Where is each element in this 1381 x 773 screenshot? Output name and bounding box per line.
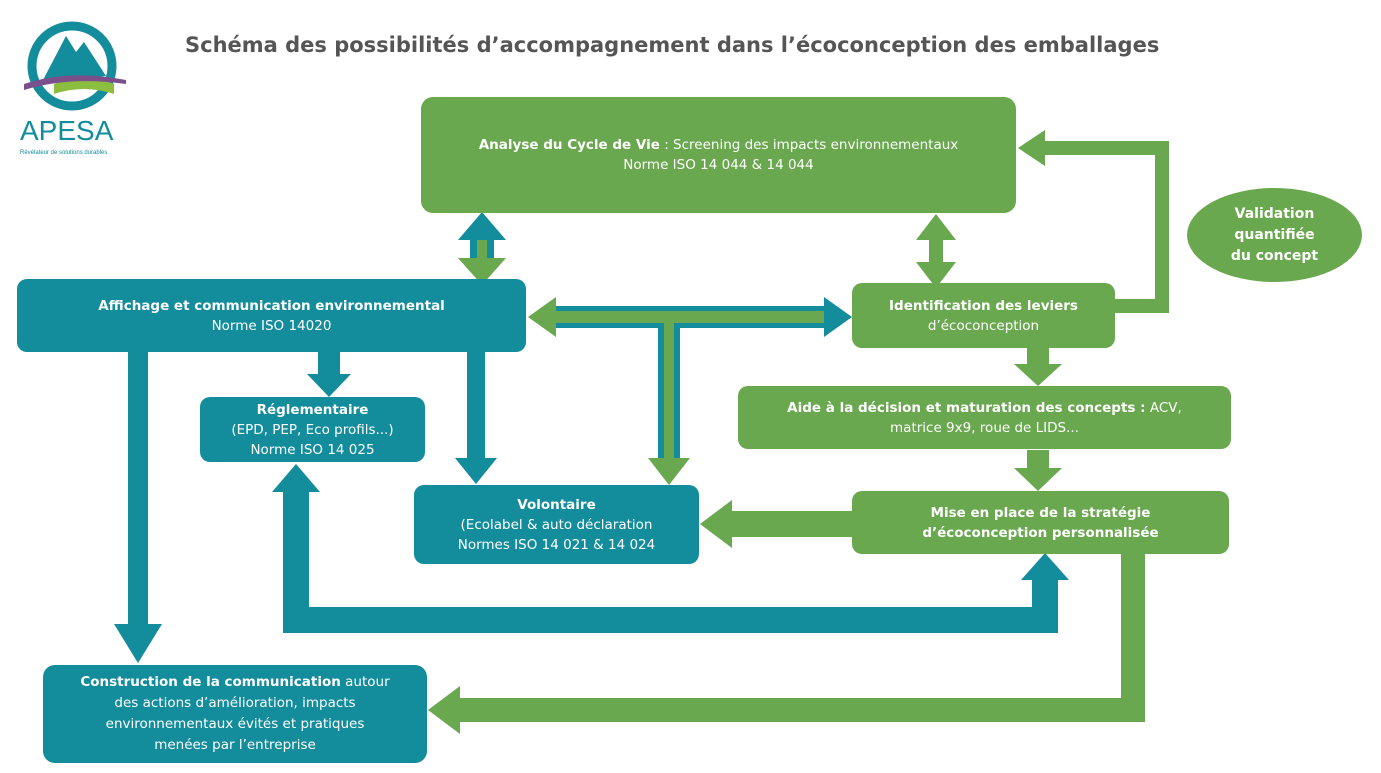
validation-ellipse: Validation quantifiée du concept [1187, 188, 1362, 282]
identification-title: Identification des leviers [889, 297, 1078, 314]
box-construction: Construction de la communication autour … [43, 665, 427, 763]
aide-title: Aide à la décision et maturation des con… [787, 399, 1146, 416]
box-affichage: Affichage et communication environnement… [17, 279, 526, 352]
arrowhead-down-strategie [1014, 468, 1062, 491]
acv-desc: : Screening des impacts environnementaux [659, 137, 959, 153]
arrowhead-up-acv [458, 212, 506, 240]
box-volontaire: Volontaire (Ecolabel & auto déclaration … [414, 485, 699, 564]
acv-norme: Norme ISO 14 044 & 14 044 [623, 157, 814, 173]
reglementaire-title: Réglementaire [256, 401, 369, 418]
arrow-strategie-to-construction [456, 553, 1145, 722]
arrowhead-down-affichage [458, 258, 506, 285]
logo-name: APESA [20, 115, 114, 146]
arrowhead-up-identification [916, 214, 956, 240]
ellipse-line1: Validation [1234, 205, 1315, 222]
aide-sub: matrice 9x9, roue de LIDS... [890, 419, 1079, 436]
arrowhead-down-volontaire-teal [455, 458, 497, 484]
arrowhead-down-aide [1014, 364, 1062, 386]
construction-title: Construction de la communication [80, 674, 341, 690]
arrowhead-left-volontaire [700, 500, 732, 548]
construction-line2: des actions d’amélioration, impacts [114, 695, 356, 711]
aide-acv: ACV, [1145, 399, 1182, 416]
reglementaire-sub: (EPD, PEP, Eco profils...) [231, 421, 394, 438]
arrowhead-left-affichage [528, 297, 556, 337]
arrowhead-down-identification [916, 262, 956, 288]
page-title: Schéma des possibilités d’accompagnement… [185, 33, 1160, 57]
affichage-norme: Norme ISO 14020 [211, 317, 332, 334]
arrowhead-to-acv [1018, 130, 1045, 166]
box-strategie: Mise en place de la stratégie d’écoconce… [852, 491, 1229, 554]
ellipse-line2: quantifiée [1234, 226, 1315, 243]
identification-sub: d’écoconception [927, 317, 1040, 334]
arrowhead-up-strategie [1021, 553, 1069, 580]
arrowhead-up-reglementaire [272, 464, 320, 492]
arrowhead-down-volontaire [648, 458, 690, 485]
construction-autour: autour [340, 674, 390, 690]
volontaire-norme: Normes ISO 14 021 & 14 024 [457, 536, 656, 553]
construction-line4: menées par l’entreprise [154, 737, 316, 753]
arrow-identification-to-acv [1045, 141, 1169, 313]
box-identification: Identification des leviers d’écoconcepti… [852, 283, 1115, 348]
strategie-line1: Mise en place de la stratégie [930, 504, 1151, 521]
arrowhead-right-identification [824, 297, 852, 337]
box-acv: Analyse du Cycle de Vie : Screening des … [421, 97, 1016, 213]
arrowhead-down-reglementaire [307, 374, 351, 397]
reglementaire-norme: Norme ISO 14 025 [250, 441, 375, 458]
logo-tagline: Révélateur de solutions durables [20, 150, 107, 156]
volontaire-title: Volontaire [517, 496, 596, 513]
arrowhead-down-construction [114, 624, 162, 663]
apesa-logo: APESA Révélateur de solutions durables [20, 21, 126, 156]
volontaire-sub: (Ecolabel & auto déclaration [460, 516, 653, 533]
arrowhead-left-construction [428, 686, 460, 734]
strategie-line2: d’écoconception personnalisée [922, 524, 1159, 541]
construction-line3: environnementaux évités et pratiques [105, 716, 365, 732]
ellipse-line3: du concept [1230, 247, 1319, 264]
box-aide: Aide à la décision et maturation des con… [738, 386, 1231, 449]
arrow-loop-bottom [283, 488, 1058, 633]
acv-title: Analyse du Cycle de Vie [478, 137, 660, 153]
box-reglementaire: Réglementaire (EPD, PEP, Eco profils...)… [200, 397, 425, 462]
affichage-title: Affichage et communication environnement… [98, 297, 445, 314]
